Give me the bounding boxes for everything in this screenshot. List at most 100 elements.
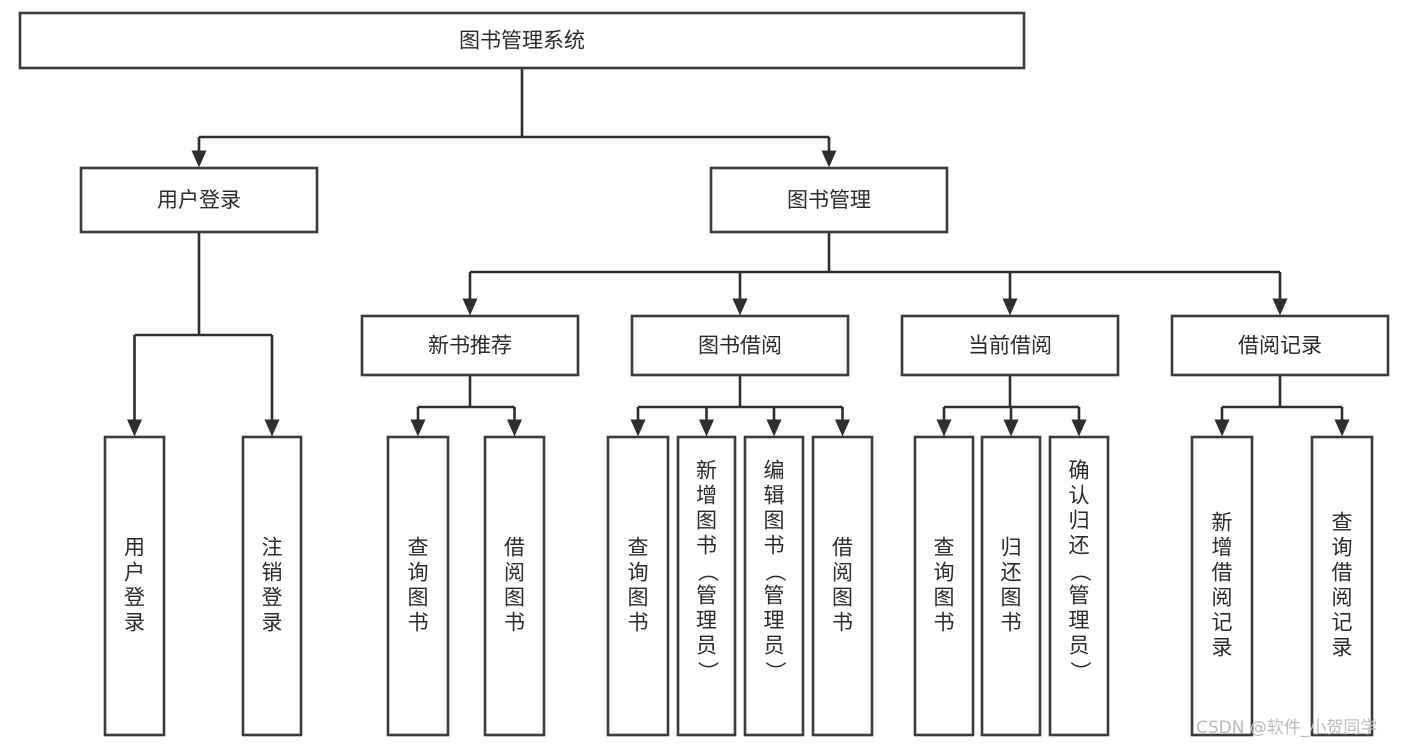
connectors-layer: [127, 68, 1350, 437]
node-leaf-add-borrow-record-label-char: 录: [1212, 636, 1233, 660]
node-leaf-edit-book-admin-label-char: 理: [764, 609, 785, 633]
node-leaf-add-borrow-record-label-char: 阅: [1212, 586, 1233, 610]
node-leaf-add-book-admin-label-char: 新: [696, 459, 717, 483]
node-leaf-query-book-2-label-char: 书: [628, 611, 649, 635]
node-leaf-edit-book-admin-box: [743, 435, 805, 737]
node-user-login-box: [79, 166, 319, 234]
node-leaf-add-book-admin-label-char: 员: [696, 634, 717, 658]
node-leaf-confirm-return-admin-label-char: 管: [1069, 584, 1090, 608]
conn-current-borrow-arrow-0: [936, 419, 952, 437]
node-leaf-borrow-book-1-label-char: 阅: [504, 561, 525, 585]
node-leaf-query-borrow-record-label-char: 借: [1332, 561, 1353, 585]
csdn-watermark: CSDN @软件_小贺同学: [1196, 718, 1377, 738]
node-leaf-add-book-admin-label-char: ）: [696, 661, 720, 682]
node-root-label: 图书管理系统: [459, 29, 585, 53]
conn-book-borrow-arrow-1: [699, 419, 714, 437]
node-leaf-query-borrow-record-box: [1310, 435, 1374, 737]
node-user-login-label: 用户登录: [157, 188, 241, 212]
node-leaf-edit-book-admin-label-char: 管: [764, 584, 785, 608]
node-leaf-add-book-admin-label-char: 理: [696, 609, 717, 633]
node-root[interactable]: 图书管理系统: [18, 11, 1026, 70]
node-book-management[interactable]: 图书管理: [709, 166, 949, 234]
node-leaf-edit-book-admin-label-char: 图: [764, 509, 785, 533]
node-leaf-logout-login-label-char: 登: [262, 586, 283, 610]
node-leaf-add-book-admin-label-char: 图: [696, 509, 717, 533]
conn-root-arrow-1: [821, 150, 837, 168]
node-current-borrow-box: [900, 314, 1120, 377]
node-leaf-confirm-return-admin-label-char: ）: [1068, 661, 1092, 682]
node-leaf-query-book-1-label-char: 查: [408, 536, 429, 560]
node-leaf-confirm-return-admin-label-char: 归: [1069, 509, 1090, 533]
node-leaf-borrow-book-1-box: [483, 435, 546, 737]
node-book-management-label: 图书管理: [787, 188, 871, 212]
node-leaf-query-borrow-record-label-char: 查: [1332, 511, 1353, 535]
node-root-box: [18, 11, 1026, 70]
conn-book-borrow-arrow-2: [766, 419, 782, 437]
node-borrow-record-label: 借阅记录: [1238, 334, 1322, 358]
node-leaf-query-book-1-box: [386, 435, 450, 737]
node-leaf-confirm-return-admin-label-char: 员: [1069, 634, 1090, 658]
conn-user-login-arrow-0: [127, 419, 142, 437]
conn-book-borrow-arrow-3: [835, 419, 850, 437]
node-leaf-confirm-return-admin-label-char: （: [1068, 561, 1092, 582]
node-leaf-add-borrow-record-label-char: 增: [1212, 536, 1233, 560]
node-leaf-add-book-admin-label-char: 增: [696, 484, 717, 508]
node-leaf-confirm-return-admin-label-char: 认: [1069, 484, 1090, 508]
node-leaf-return-book-label-char: 书: [1001, 611, 1022, 635]
node-leaf-confirm-return-admin-label-char: 还: [1069, 534, 1090, 558]
node-leaf-borrow-book-1-label-char: 书: [504, 611, 525, 635]
node-leaf-query-book-1-label-char: 书: [408, 611, 429, 635]
conn-new-book-arrow-1: [507, 419, 522, 437]
node-leaf-borrow-book-2-box: [811, 435, 874, 737]
node-current-borrow-label: 当前借阅: [968, 334, 1052, 358]
node-user-login[interactable]: 用户登录: [79, 166, 319, 234]
node-leaf-user-login-label-char: 登: [124, 586, 145, 610]
node-leaf-confirm-return-admin-label-char: 理: [1069, 609, 1090, 633]
conn-user-login-arrow-1: [264, 419, 280, 437]
node-book-management-box: [709, 166, 949, 234]
node-leaf-query-book-2-label-char: 查: [628, 536, 649, 560]
conn-borrow-record-arrow-1: [1334, 419, 1350, 437]
node-leaf-user-login[interactable]: 用户登录: [103, 435, 166, 737]
conn-new-book-arrow-0: [410, 419, 426, 437]
node-leaf-borrow-book-2-label-char: 阅: [832, 561, 853, 585]
node-leaf-query-borrow-record-label-char: 阅: [1332, 586, 1353, 610]
node-leaf-logout-login-label-char: 注: [262, 536, 283, 560]
nodes-layer: 图书管理系统用户登录图书管理新书推荐图书借阅当前借阅借阅记录用户登录注销登录查询…: [18, 11, 1390, 737]
node-leaf-query-book-2-box: [606, 435, 670, 737]
node-leaf-edit-book-admin-label-char: 员: [764, 634, 785, 658]
conn-current-borrow-arrow-1: [1003, 419, 1019, 437]
node-leaf-add-book-admin-box: [676, 435, 737, 737]
node-book-borrow[interactable]: 图书借阅: [630, 314, 850, 377]
node-leaf-query-borrow-record-label-char: 询: [1332, 536, 1353, 560]
node-leaf-edit-book-admin-label-char: 辑: [764, 484, 785, 508]
node-borrow-record[interactable]: 借阅记录: [1170, 314, 1390, 377]
node-leaf-query-book-3-box: [913, 435, 975, 737]
node-current-borrow[interactable]: 当前借阅: [900, 314, 1120, 377]
node-leaf-query-book-2-label-char: 询: [628, 561, 649, 585]
conn-current-borrow-arrow-2: [1071, 419, 1087, 437]
node-leaf-query-book-3-label-char: 询: [934, 561, 955, 585]
node-leaf-query-book-3-label-char: 图: [934, 586, 955, 610]
node-new-book-recommend[interactable]: 新书推荐: [360, 314, 580, 377]
node-leaf-query-borrow-record-label-char: 录: [1332, 636, 1353, 660]
node-leaf-return-book-label-char: 图: [1001, 586, 1022, 610]
node-leaf-add-book-admin-label-char: 管: [696, 584, 717, 608]
node-leaf-logout-login-box: [241, 435, 303, 737]
conn-root-arrow-0: [191, 150, 207, 168]
node-leaf-user-login-label-char: 户: [124, 561, 145, 585]
